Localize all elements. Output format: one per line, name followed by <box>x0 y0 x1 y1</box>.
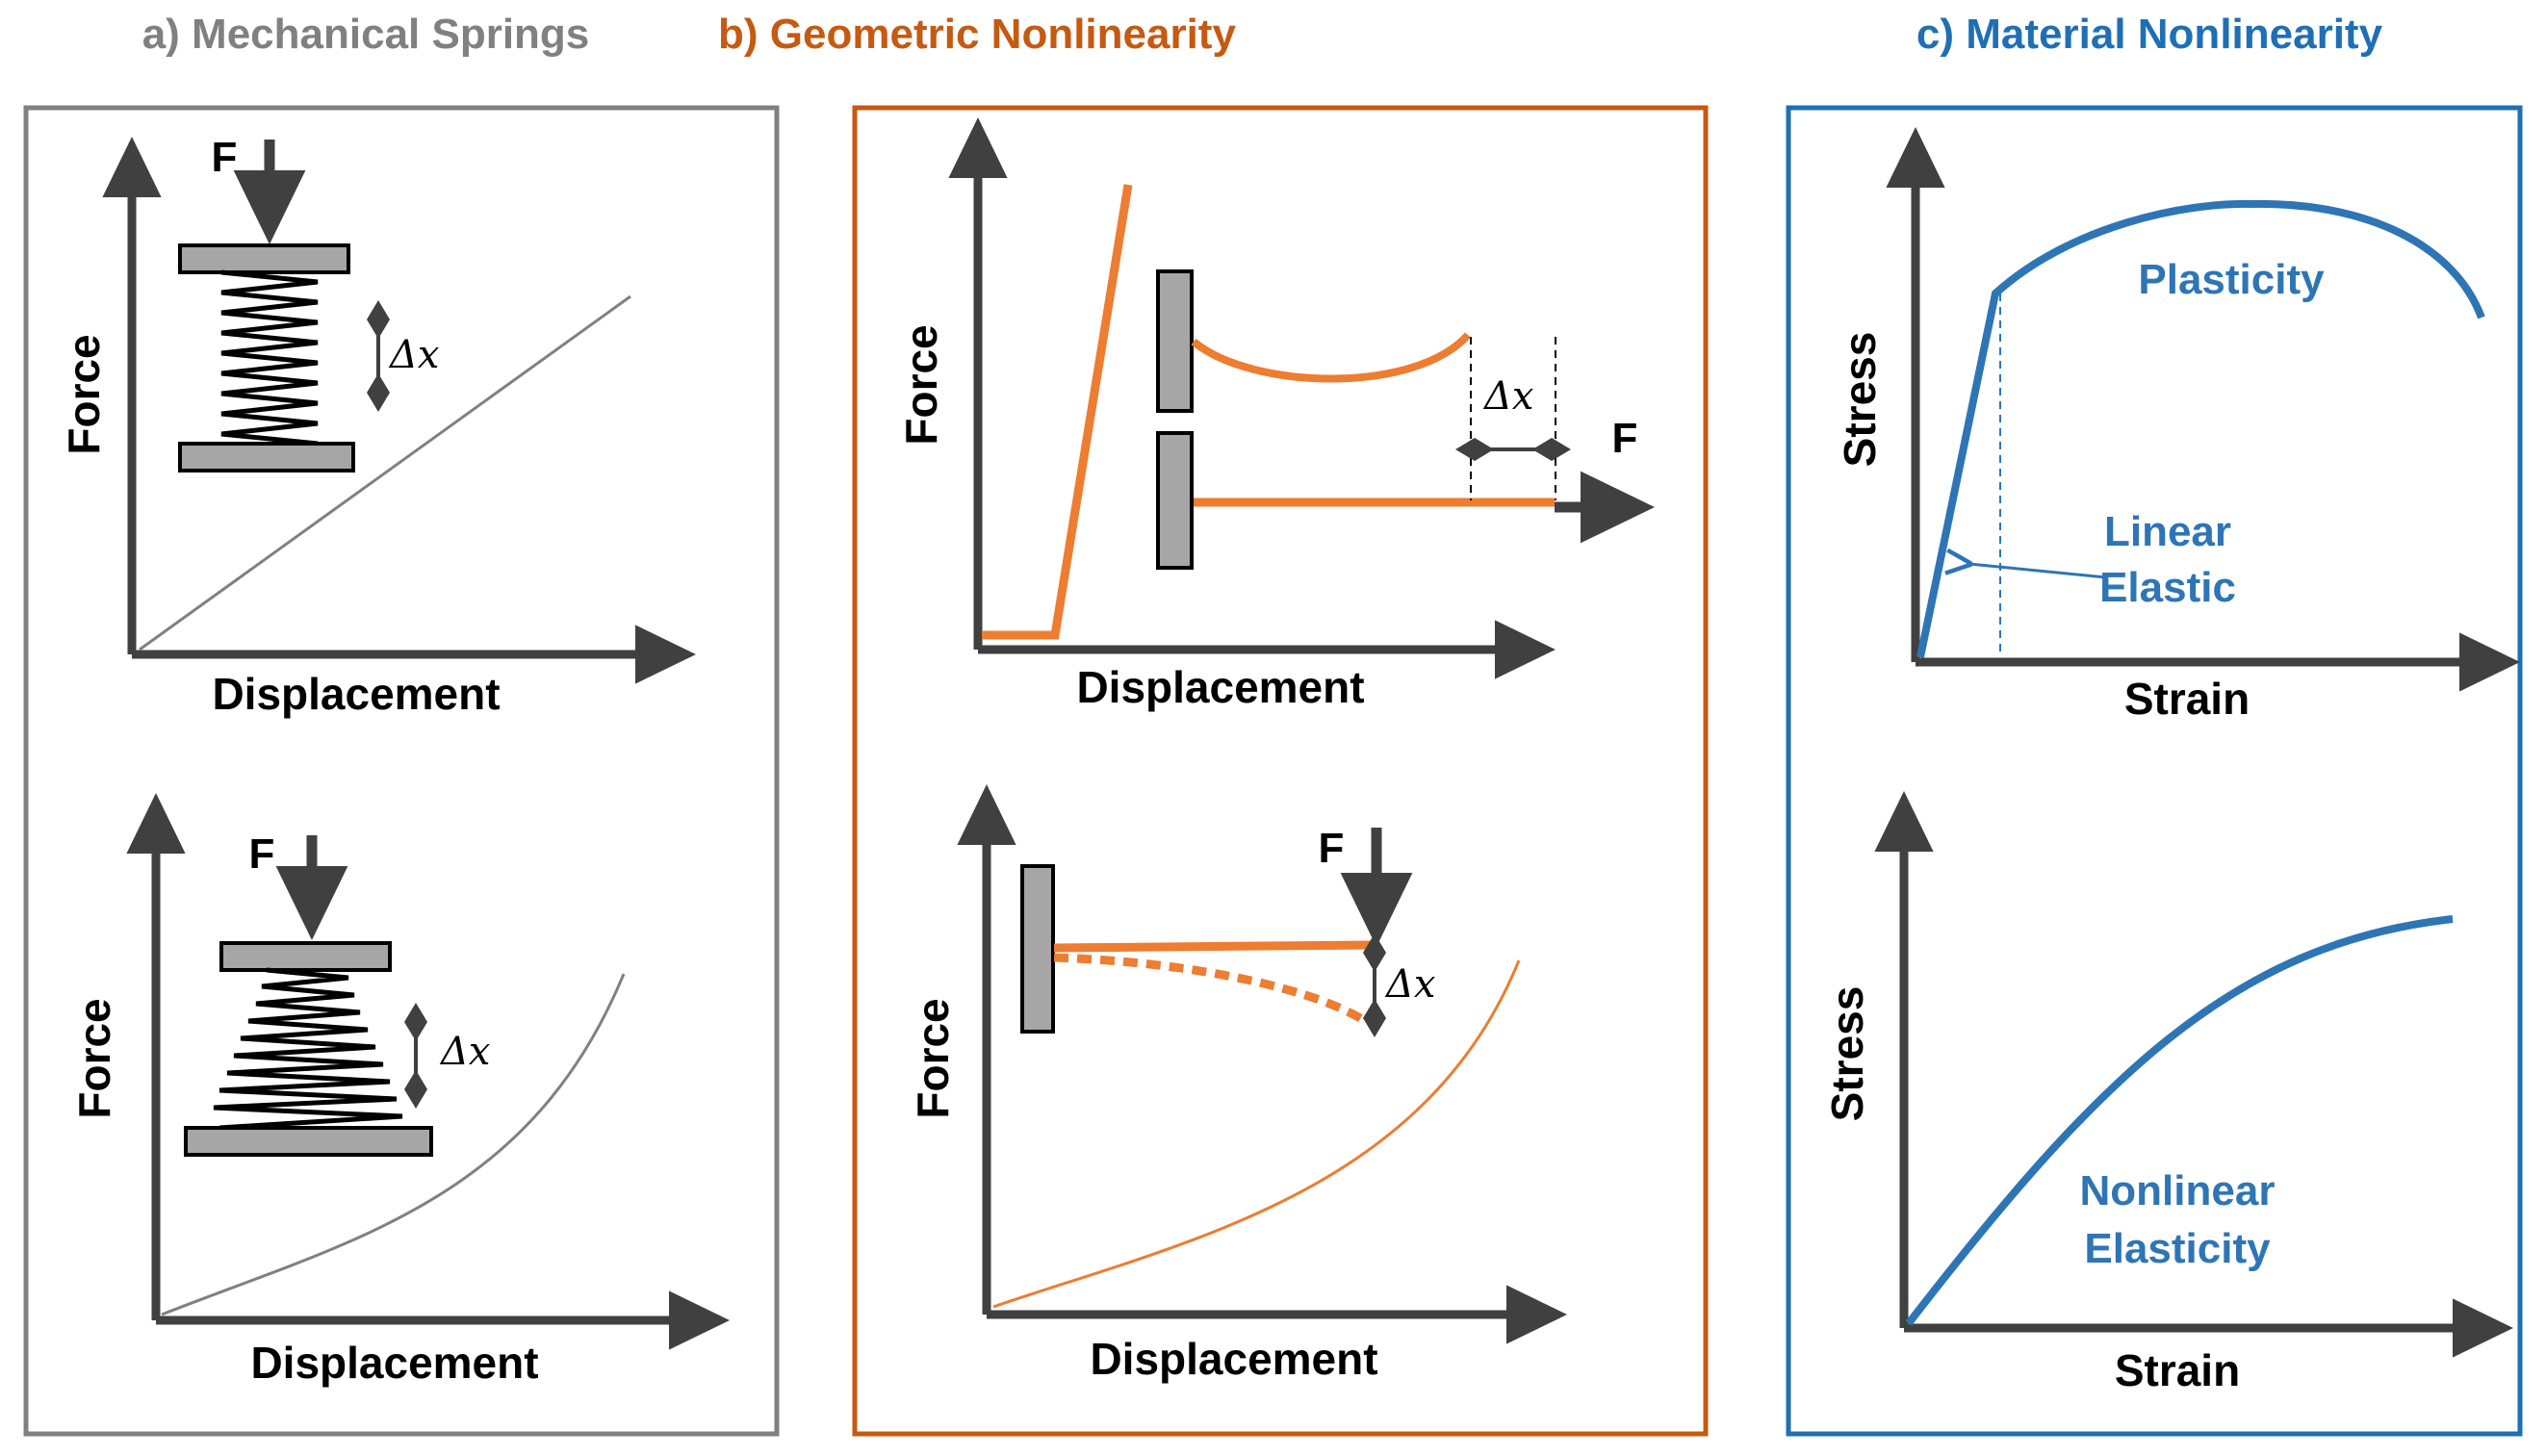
panel-a-title: a) Mechanical Springs <box>142 11 590 58</box>
undeformed-beam <box>1053 940 1373 953</box>
force-label: F <box>1319 825 1345 872</box>
x-axis-label: Displacement <box>1076 662 1364 712</box>
nonlinear-label-line1: Nonlinear <box>2080 1167 2276 1214</box>
x-axis-label: Strain <box>2115 1345 2240 1395</box>
nonlinear-label-line2: Elasticity <box>2084 1225 2271 1272</box>
snap-through-force-curve <box>982 184 1133 640</box>
linear-elastic-label-line2: Elastic <box>2099 564 2236 611</box>
sagging-cable <box>1191 332 1471 383</box>
lower-wall-support <box>1156 431 1194 570</box>
top-plate <box>178 243 350 274</box>
wall-support <box>1020 864 1055 1034</box>
stress-strain-curve <box>1916 199 2485 658</box>
panel-c-top-plot: Plasticity Linear Elastic Stress Strain <box>1835 127 2520 724</box>
panel-c-frame <box>1786 105 2523 1437</box>
y-axis-label: Force <box>69 998 119 1118</box>
y-axis-label: Force <box>908 998 958 1118</box>
panel-c: c) Material Nonlinearity Plasticity Line… <box>1786 11 2523 1437</box>
nonlinear-elastic-curve <box>1905 915 2454 1326</box>
panel-a: a) Mechanical Springs Force Displacement… <box>23 11 780 1437</box>
x-axis-label: Displacement <box>1090 1334 1377 1384</box>
force-label: F <box>212 134 238 181</box>
y-axis-label: Force <box>896 324 946 445</box>
top-plate <box>219 941 392 972</box>
force-label: F <box>249 830 275 878</box>
force-label: F <box>1612 415 1638 462</box>
y-axis-label: Stress <box>1835 332 1885 468</box>
delta-x-label: Δx <box>439 1030 490 1074</box>
panel-b-title: b) Geometric Nonlinearity <box>718 11 1236 58</box>
bottom-plate <box>184 1126 433 1157</box>
panel-c-bottom-plot: Nonlinear Elasticity Stress Strain <box>1822 791 2513 1395</box>
panel-b-frame <box>852 105 1709 1437</box>
deflected-beam <box>1053 953 1370 1026</box>
panel-a-bottom-plot: Force Displacement F Δx <box>69 793 730 1388</box>
stiffening-force-curve <box>992 959 1521 1309</box>
plasticity-label: Plasticity <box>2138 256 2325 303</box>
delta-x-label: Δx <box>1384 962 1435 1007</box>
conical-spring-coil <box>213 967 403 1131</box>
panel-a-top-plot: Force Displacement F Δx <box>59 134 696 719</box>
delta-x-label: Δx <box>388 333 439 377</box>
panel-b: b) Geometric Nonlinearity Force Displace… <box>718 11 1709 1437</box>
linear-elastic-label-line1: Linear <box>2104 508 2231 555</box>
spring-coil <box>220 269 319 447</box>
panel-c-title: c) Material Nonlinearity <box>1916 11 2383 58</box>
x-axis-label: Displacement <box>212 669 500 719</box>
panel-b-top-plot: Force Displacement F Δx <box>896 117 1655 712</box>
linear-force-curve <box>139 294 631 651</box>
stiffening-force-curve <box>161 973 626 1316</box>
y-axis-label: Stress <box>1822 986 1872 1122</box>
panel-b-bottom-plot: Force Displacement F Δx <box>908 784 1567 1384</box>
upper-wall-support <box>1156 269 1194 413</box>
y-axis-label: Force <box>59 334 109 454</box>
bottom-plate <box>178 442 355 473</box>
delta-x-label: Δx <box>1482 374 1533 419</box>
panel-a-frame <box>23 105 780 1437</box>
x-axis-label: Strain <box>2124 674 2250 724</box>
x-axis-label: Displacement <box>250 1338 538 1388</box>
linear-elastic-pointer-arrow <box>1969 564 2107 579</box>
